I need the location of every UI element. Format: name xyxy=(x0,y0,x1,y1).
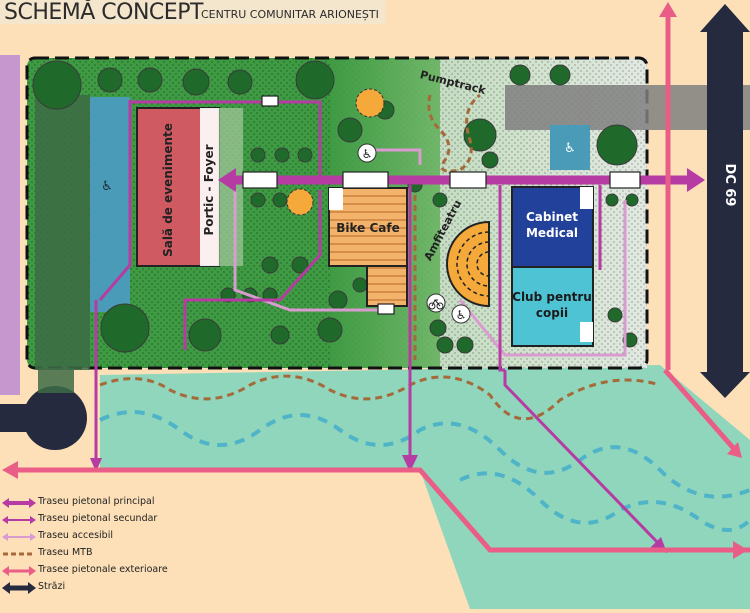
foyer-label: Portic - Foyer xyxy=(202,144,216,235)
pumptrack-path xyxy=(427,93,481,173)
legend-label: Străzi xyxy=(38,581,66,592)
event-hall-label: Sală de evenimente xyxy=(161,123,175,257)
title-box: SCHEMĂ CONCEPT CENTRU COMUNITAR ARIONEȘT… xyxy=(0,0,385,25)
left-street xyxy=(0,368,87,450)
svg-text:♿: ♿ xyxy=(456,308,467,322)
legend-item-accessible-path: Traseu accesibil xyxy=(0,529,175,545)
legend-label: Trasee pietonale exterioare xyxy=(38,564,168,575)
amphitheatre[interactable] xyxy=(446,220,490,308)
thin-arrow-icon xyxy=(2,516,36,524)
road-dc69 xyxy=(700,4,750,398)
bicycle-icon xyxy=(426,293,446,313)
medical-cabinet[interactable] xyxy=(511,186,594,268)
legend-label: Traseu pietonal principal xyxy=(38,496,155,507)
wheelchair-icon: ♿ xyxy=(564,141,576,156)
kids-club[interactable] xyxy=(511,266,594,347)
wheelchair-icon: ♿ xyxy=(357,143,377,163)
dashed-line-icon xyxy=(3,552,35,556)
thin-arrow-icon xyxy=(2,533,36,541)
wheelchair-icon: ♿ xyxy=(451,304,471,324)
secondary-paths xyxy=(98,100,602,470)
legend-item-main-path: Traseu pietonal principal xyxy=(0,495,175,511)
bike-cafe-label: Bike Cafe xyxy=(336,221,400,235)
pink-arrow-icon xyxy=(2,566,36,576)
legend-item-streets: Străzi xyxy=(0,580,175,596)
svg-text:♿: ♿ xyxy=(564,141,576,156)
legend-label: Traseu pietonal secundar xyxy=(38,513,158,524)
kids-club-label-2: copii xyxy=(536,306,568,320)
page-title: SCHEMĂ CONCEPT xyxy=(4,0,203,25)
purple-strip xyxy=(0,55,20,395)
svg-text:♿: ♿ xyxy=(101,179,113,194)
legend-label: Traseu MTB xyxy=(38,547,93,558)
wheelchair-icon: ♿ xyxy=(101,179,113,194)
svg-text:♿: ♿ xyxy=(362,147,373,161)
crosswalks xyxy=(242,95,641,315)
kids-club-label-1: Club pentru xyxy=(512,290,592,304)
street-arrow-icon xyxy=(2,582,36,594)
road-label: DC 69 xyxy=(722,164,737,207)
page-subtitle: CENTRU COMUNITAR ARIONEȘTI xyxy=(201,8,379,21)
medical-label-1: Cabinet xyxy=(526,210,578,224)
exterior-paths xyxy=(10,15,750,553)
legend: Traseu pietonal principal Traseu pietona… xyxy=(0,495,175,609)
legend-item-exterior: Trasee pietonale exterioare xyxy=(0,563,175,579)
legend-item-mtb: Traseu MTB xyxy=(0,546,175,562)
medical-label-2: Medical xyxy=(526,226,578,240)
legend-label: Traseu accesibil xyxy=(38,530,113,541)
legend-item-secondary-path: Traseu pietonal secundar xyxy=(0,512,175,528)
pool xyxy=(90,97,130,312)
thick-arrow-icon xyxy=(2,498,36,508)
